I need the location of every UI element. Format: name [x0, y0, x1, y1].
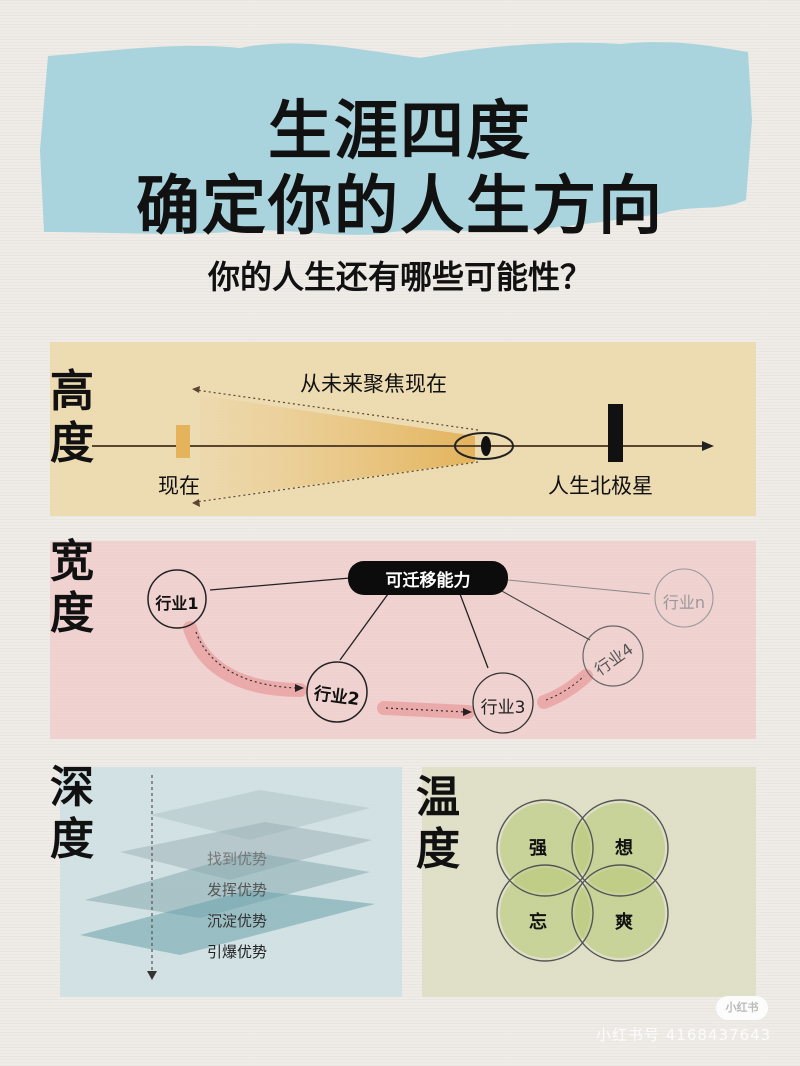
depth-layer: 引爆优势 [207, 943, 268, 961]
industry-node: 行业3 [480, 698, 526, 718]
venn-circle-label: 强 [529, 838, 547, 859]
watermark-id: 小红书号 4168437643 [596, 1026, 772, 1044]
height-label: 高度 [50, 366, 94, 469]
industry-node: 行业1 [155, 594, 199, 613]
depth-layer: 沉淀优势 [207, 912, 268, 930]
subtitle: 你的人生还有哪些可能性？ [207, 258, 592, 296]
title-banner [40, 42, 752, 235]
title-line-1: 生涯四度 [268, 95, 532, 169]
warmth-label: 温度 [416, 772, 460, 875]
depth-layer: 找到优势 [207, 850, 268, 868]
venn-circle-label: 忘 [529, 912, 547, 933]
north-star-label: 人生北极星 [548, 474, 653, 498]
watermark-badge: 小红书 [716, 996, 768, 1020]
industry-node: 行业n [662, 593, 706, 612]
now-label: 现在 [158, 474, 200, 498]
depth-layer: 发挥优势 [207, 881, 268, 899]
focus-caption: 从未来聚焦现在 [300, 372, 447, 396]
warmth-panel [422, 767, 756, 997]
venn-circle-label: 想 [615, 838, 633, 859]
title-line-2: 确定你的人生方向 [136, 170, 664, 244]
width-label: 宽度 [50, 536, 94, 639]
transferable-skills-hub: 可迁移能力 [385, 571, 471, 591]
venn-circle-label: 爽 [615, 912, 633, 933]
depth-label: 深度 [50, 762, 94, 865]
